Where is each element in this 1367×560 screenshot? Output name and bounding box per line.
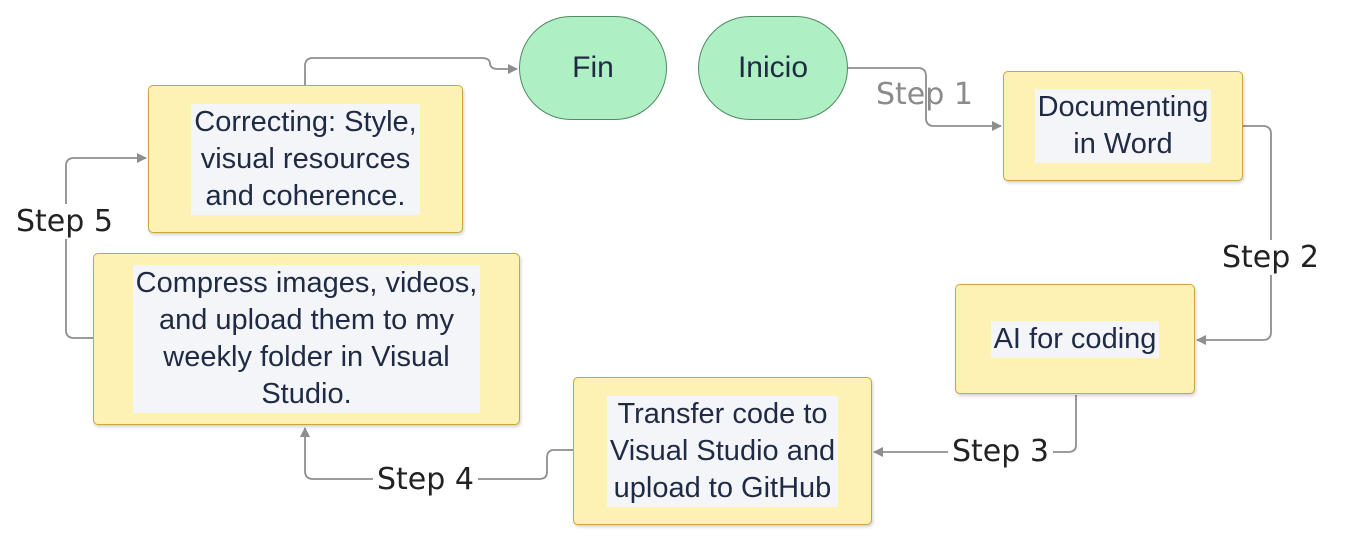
connector-step-4 bbox=[300, 427, 573, 480]
fin-terminal: Fin bbox=[519, 16, 667, 120]
step-1-label: Step 1 bbox=[876, 77, 973, 112]
transfer-label: Transfer code to Visual Studio and uploa… bbox=[606, 395, 839, 507]
compress-label: Compress images, videos, and upload them… bbox=[132, 265, 481, 413]
connector-to-fin bbox=[304, 57, 518, 86]
step-5-label: Step 5 bbox=[12, 204, 117, 239]
documenting-label: Documenting in Word bbox=[1034, 89, 1212, 163]
correcting-label: Correcting: Style, visual resources and … bbox=[191, 103, 420, 215]
step-3-label: Step 3 bbox=[948, 434, 1053, 469]
connector-step-3 bbox=[873, 395, 1077, 457]
transfer-box: Transfer code to Visual Studio and uploa… bbox=[573, 377, 872, 525]
ai-coding-label: AI for coding bbox=[990, 320, 1160, 358]
correcting-box: Correcting: Style, visual resources and … bbox=[148, 85, 463, 233]
inicio-label: Inicio bbox=[737, 51, 809, 84]
fin-label: Fin bbox=[572, 51, 614, 84]
compress-box: Compress images, videos, and upload them… bbox=[93, 253, 520, 425]
ai-coding-box: AI for coding bbox=[955, 284, 1195, 394]
connector-step-2 bbox=[1196, 125, 1272, 345]
inicio-terminal: Inicio bbox=[698, 16, 848, 120]
connector-step-1 bbox=[848, 67, 1002, 131]
step-2-label: Step 2 bbox=[1218, 240, 1323, 275]
documenting-box: Documenting in Word bbox=[1003, 71, 1243, 181]
step-4-label: Step 4 bbox=[373, 462, 478, 497]
connector-step-5 bbox=[65, 153, 147, 339]
